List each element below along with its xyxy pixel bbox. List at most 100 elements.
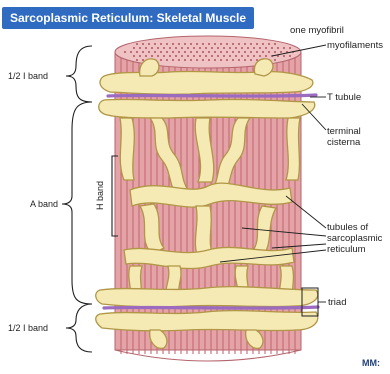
myofilament-end-dot — [289, 47, 291, 49]
myofilament-end-dot — [133, 47, 135, 49]
myofilament-end-dot — [229, 55, 231, 57]
myofilament-end-dot — [223, 55, 225, 57]
myofilament-end-dot — [193, 55, 195, 57]
myofilament-end-dot — [181, 47, 183, 49]
myofilament-end-dot — [169, 55, 171, 57]
myofilament-end-dot — [241, 47, 243, 49]
myofilament-end-dot — [196, 43, 198, 45]
myofilament-end-dot — [220, 59, 222, 61]
myofilament-end-dot — [166, 51, 168, 53]
myofilament-end-dot — [226, 43, 228, 45]
myofilament-end-dot — [283, 47, 285, 49]
myofilament-end-dot — [151, 47, 153, 49]
myofilament-end-dot — [136, 59, 138, 61]
myofilament-end-dot — [238, 51, 240, 53]
myofilament-end-dot — [274, 51, 276, 53]
myofilament-end-dot — [184, 51, 186, 53]
myofilament-end-dot — [265, 47, 267, 49]
myofilament-end-dot — [265, 55, 267, 57]
myofilament-end-dot — [160, 59, 162, 61]
myofilament-end-dot — [139, 55, 141, 57]
myofilament-end-dot — [274, 59, 276, 61]
myofilament-end-dot — [208, 59, 210, 61]
myofilament-end-dot — [163, 55, 165, 57]
label-a-band: A band — [30, 199, 58, 210]
myofilament-end-dot — [226, 51, 228, 53]
myofilament-end-dot — [178, 59, 180, 61]
myofilament-end-dot — [166, 43, 168, 45]
myofilament-end-dot — [214, 59, 216, 61]
myofilament-end-dot — [172, 51, 174, 53]
myofilament-end-dot — [256, 59, 258, 61]
myofilament-end-dot — [259, 55, 261, 57]
myofilament-end-dot — [217, 47, 219, 49]
label-terminal-cisterna: terminal cisterna — [327, 126, 361, 148]
myofilament-end-dot — [220, 43, 222, 45]
myofilament-end-dot — [142, 59, 144, 61]
myofilament-end-dot — [175, 47, 177, 49]
myofilament-end-dot — [277, 47, 279, 49]
myofilament-end-dot — [175, 55, 177, 57]
myofilament-end-dot — [223, 47, 225, 49]
myofilament-end-dot — [226, 59, 228, 61]
label-triad: triad — [328, 297, 346, 308]
myofilament-end-dot — [151, 55, 153, 57]
myofilament-end-dot — [241, 55, 243, 57]
myofilament-end-dot — [214, 43, 216, 45]
myofilament-end-dot — [199, 47, 201, 49]
myofilament-end-dot — [217, 55, 219, 57]
myofilament-end-dot — [145, 47, 147, 49]
myofilament-end-dot — [232, 51, 234, 53]
myofilament-end-dot — [154, 43, 156, 45]
myofilament-end-dot — [211, 47, 213, 49]
myofilament-end-dot — [160, 51, 162, 53]
myofilament-end-dot — [208, 51, 210, 53]
myofilament-end-dot — [202, 43, 204, 45]
myofilament-end-dot — [238, 59, 240, 61]
myofilament-end-dot — [289, 55, 291, 57]
myofilament-end-dot — [235, 47, 237, 49]
myofilament-end-dot — [220, 51, 222, 53]
myofilament-end-dot — [190, 43, 192, 45]
myofilament-end-dot — [148, 43, 150, 45]
myofilament-end-dot — [130, 51, 132, 53]
myofilament-end-dot — [235, 55, 237, 57]
myofilament-end-dot — [199, 55, 201, 57]
myofilament-end-dot — [160, 43, 162, 45]
myofilament-end-dot — [280, 51, 282, 53]
myofilament-end-dot — [247, 47, 249, 49]
myofilament-end-dot — [172, 59, 174, 61]
myofilament-end-dot — [274, 43, 276, 45]
myofilament-end-dot — [256, 51, 258, 53]
label-myofilaments: myofilaments — [327, 40, 383, 51]
myofilament-end-dot — [256, 43, 258, 45]
myofilament-end-dot — [271, 47, 273, 49]
myofilament-end-dot — [193, 47, 195, 49]
myofilament-end-dot — [205, 55, 207, 57]
myofilament-end-dot — [262, 43, 264, 45]
myofilament-end-dot — [229, 47, 231, 49]
myofilament-end-dot — [133, 55, 135, 57]
myofilament-end-dot — [211, 55, 213, 57]
label-half-i-band-bottom: 1/2 I band — [8, 323, 48, 334]
myofilament-end-dot — [190, 51, 192, 53]
myofilament-end-dot — [259, 47, 261, 49]
myofilament-end-dot — [244, 51, 246, 53]
myofilament-end-dot — [136, 43, 138, 45]
myofilament-end-dot — [262, 51, 264, 53]
myofilament-end-dot — [145, 55, 147, 57]
myofilament-end-dot — [253, 47, 255, 49]
myofilament-end-dot — [142, 43, 144, 45]
myofilament-end-dot — [196, 59, 198, 61]
myofilament-end-dot — [163, 47, 165, 49]
myofilament-end-dot — [136, 51, 138, 53]
myofilament-end-dot — [208, 43, 210, 45]
myofilament-end-dot — [184, 43, 186, 45]
myofilament-end-dot — [172, 43, 174, 45]
myofilament-end-dot — [184, 59, 186, 61]
myofilament-end-dot — [157, 55, 159, 57]
myofilament-end-dot — [196, 51, 198, 53]
myofilament-end-dot — [250, 51, 252, 53]
myofilament-end-dot — [202, 59, 204, 61]
label-t-tubule: T tubule — [327, 92, 361, 103]
